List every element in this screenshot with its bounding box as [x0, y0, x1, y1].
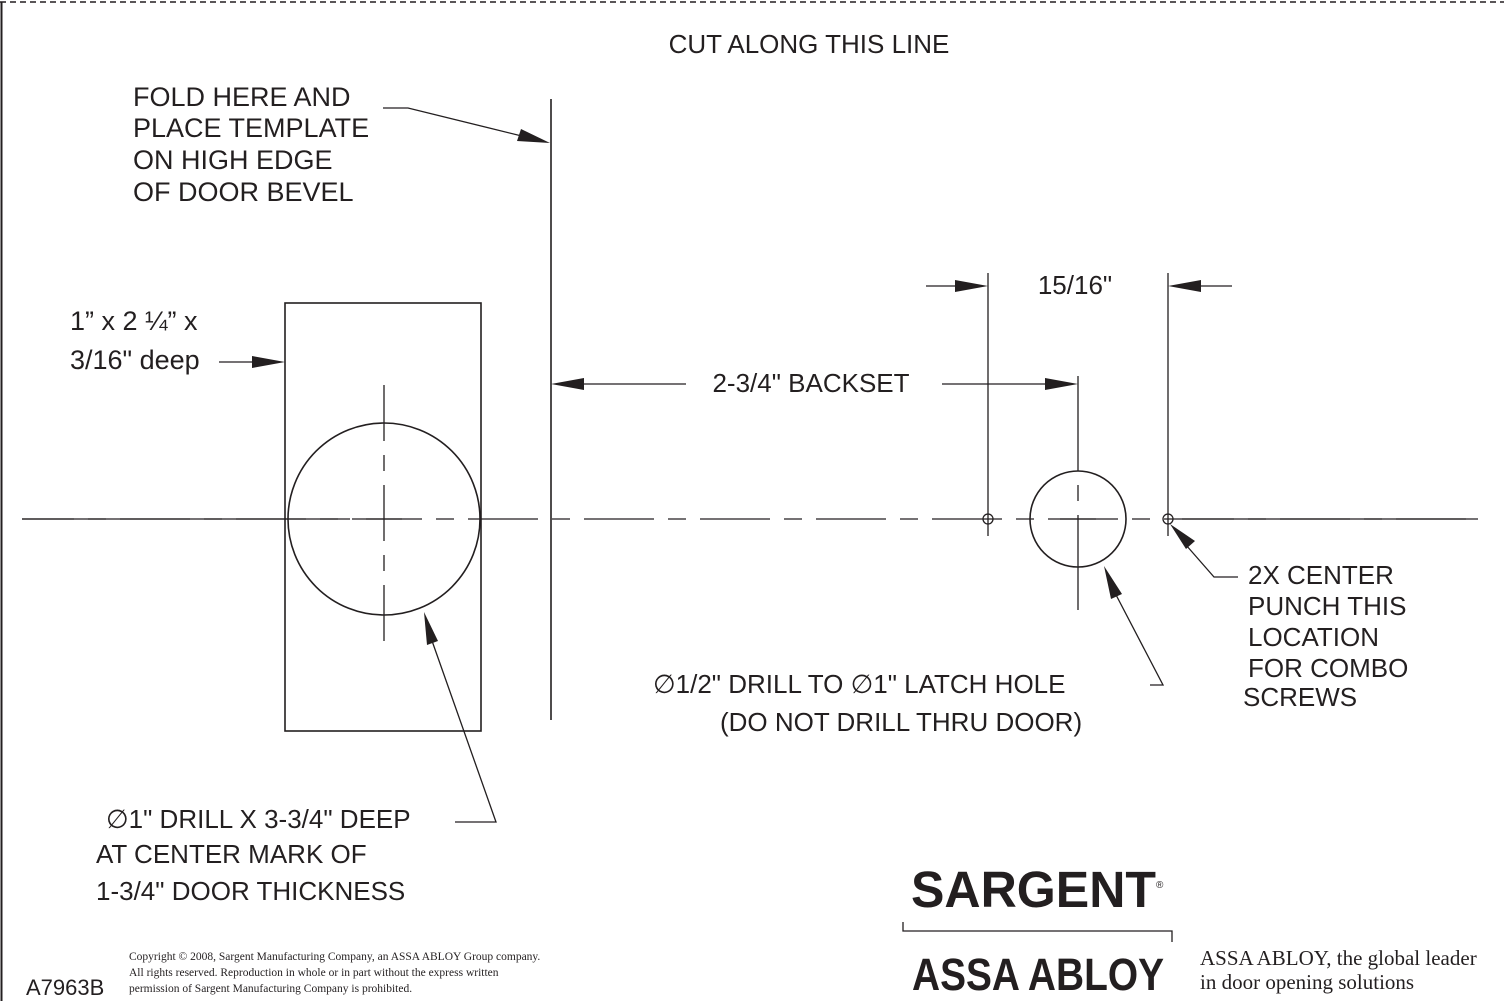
bore-arrowhead — [424, 612, 438, 645]
fold-arrowhead — [517, 129, 550, 143]
backset-arrowhead-left — [551, 378, 584, 390]
spacing-dimension-label: 15/16" — [1038, 270, 1112, 300]
mortise-arrowhead — [252, 356, 285, 368]
mortise-note-line-2: 3/16" deep — [70, 345, 200, 375]
fold-leader — [383, 107, 539, 141]
copyright-line-3: permission of Sargent Manufacturing Comp… — [129, 983, 412, 995]
bore-note-line-3: 1-3/4" DOOR THICKNESS — [96, 876, 405, 906]
latch-hole-note-line-2: (DO NOT DRILL THRU DOOR) — [720, 707, 1082, 737]
backset-arrowhead-right — [1045, 378, 1078, 390]
center-punch-note-line-3: LOCATION — [1248, 622, 1379, 652]
tagline-line-1: ASSA ABLOY, the global leader — [1200, 946, 1477, 970]
latch-hole-note-line-1: ∅1/2" DRILL TO ∅1" LATCH HOLE — [653, 669, 1065, 699]
sargent-logo: SARGENT — [911, 861, 1156, 918]
registered-mark: ® — [1156, 880, 1164, 891]
cut-along-label: CUT ALONG THIS LINE — [669, 29, 950, 59]
spacing-arrowhead-left — [955, 280, 988, 292]
tagline-line-2: in door opening solutions — [1200, 970, 1414, 994]
latch-hole-leader — [1113, 590, 1165, 686]
fold-note-line-4: OF DOOR BEVEL — [133, 177, 354, 207]
bore-leader — [430, 637, 497, 823]
assa-abloy-logo: ASSA ABLOY — [912, 949, 1164, 1000]
center-punch-arrowhead — [1170, 524, 1195, 549]
bore-note-line-1: ∅1" DRILL X 3-3/4" DEEP — [106, 804, 411, 834]
latch-hole-arrowhead — [1104, 566, 1122, 599]
fold-note-line-2: PLACE TEMPLATE — [133, 113, 369, 143]
center-punch-note-line-4: FOR COMBO — [1248, 653, 1408, 683]
center-punch-note-line-1: 2X CENTER — [1248, 560, 1394, 590]
center-punch-leader — [1185, 544, 1238, 578]
copyright-line-2: All rights reserved. Reproduction in who… — [129, 967, 499, 979]
logo-bracket — [902, 922, 1173, 942]
fold-note-line-1: FOLD HERE AND — [133, 82, 351, 112]
spacing-arrowhead-right — [1168, 280, 1201, 292]
mortise-note-line-1: 1” x 2 ¼” x — [70, 306, 198, 336]
center-punch-note-line-2: PUNCH THIS — [1248, 591, 1406, 621]
center-punch-note-line-5: SCREWS — [1243, 682, 1357, 712]
fold-note-line-3: ON HIGH EDGE — [133, 145, 333, 175]
drawing-number: A7963B — [26, 975, 104, 1000]
backset-dimension-label: 2-3/4" BACKSET — [712, 368, 909, 398]
bore-note-line-2: AT CENTER MARK OF — [96, 839, 367, 869]
faceplate-mortise-outline — [284, 302, 482, 732]
copyright-line-1: Copyright © 2008, Sargent Manufacturing … — [129, 951, 540, 963]
